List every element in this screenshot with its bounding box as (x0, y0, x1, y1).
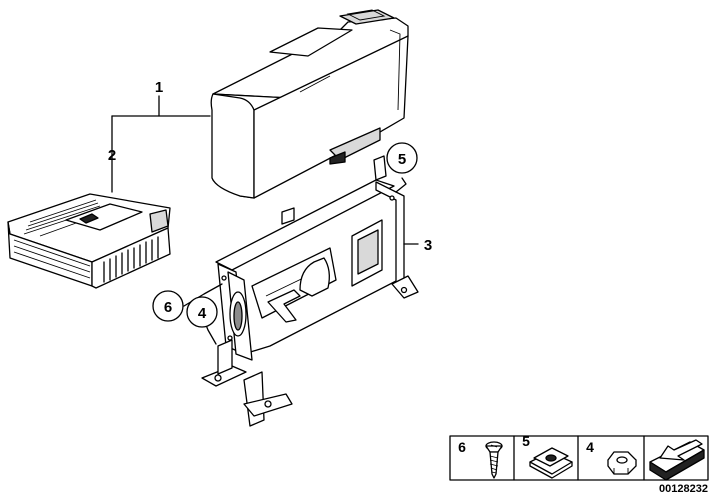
callout-6[interactable]: 6 (152, 290, 184, 322)
clip-nut-icon (529, 447, 573, 479)
callout-6-circle (152, 290, 184, 322)
callout-1[interactable]: 1 (155, 79, 163, 96)
callout-2[interactable]: 2 (108, 147, 116, 164)
callout-5-label: 5 (398, 151, 406, 168)
legend-item-5[interactable]: 5 (522, 433, 573, 479)
legend-item-5-label: 5 (522, 433, 530, 449)
diagram-number: 00128232 (659, 483, 708, 495)
hex-nut-icon (607, 451, 637, 475)
callout-3[interactable]: 3 (424, 237, 432, 254)
legend-item-4[interactable]: 4 (586, 439, 637, 475)
legend-strip: 6 5 4 (449, 433, 709, 481)
callout-4-circle (186, 296, 218, 328)
legend-item-6-label: 6 (458, 439, 466, 455)
callout-5-circle (386, 142, 418, 174)
arrow-plate-icon (649, 439, 705, 481)
callout-1-label: 1 (155, 79, 163, 96)
callout-4-label: 4 (198, 305, 207, 322)
screw-icon (485, 441, 503, 479)
part-3-bracket (201, 155, 419, 427)
part-2-amplifier (7, 193, 171, 289)
callout-2-label: 2 (108, 147, 116, 164)
legend-item-4-label: 4 (586, 439, 594, 455)
part-1-control-unit (210, 9, 409, 199)
callout-6-label: 6 (164, 299, 172, 316)
legend-item-6[interactable]: 6 (458, 439, 503, 479)
callout-5[interactable]: 5 (386, 142, 418, 174)
callout-3-label: 3 (424, 237, 432, 254)
callout-4[interactable]: 4 (186, 296, 218, 328)
